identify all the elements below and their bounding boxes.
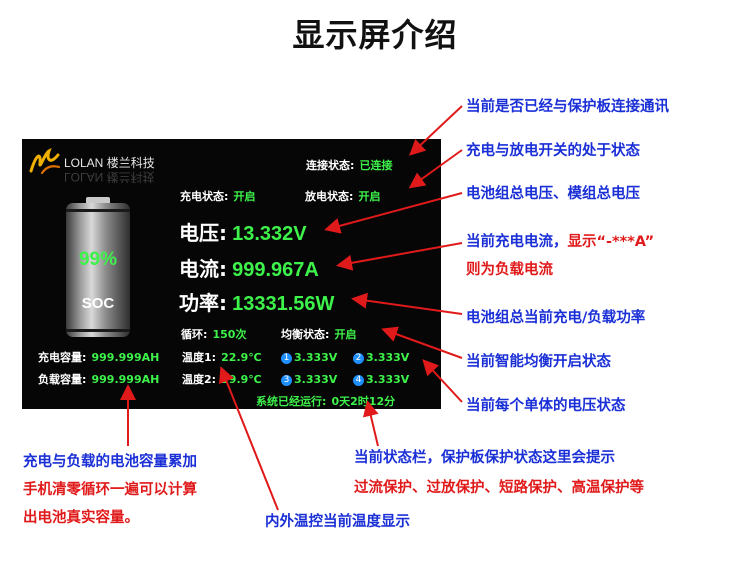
annotation-status-bar-line2: 过流保护、过放保护、短路保护、高温保护等 — [354, 480, 644, 496]
cell-1-value: 3.333V — [294, 351, 338, 364]
runtime-label: 系统已经运行: — [256, 395, 327, 408]
temp1-value: 22.9℃ — [221, 351, 262, 364]
cell-number-badge-icon: 3 — [281, 375, 292, 386]
annotation-voltage: 电池组总电压、模组总电压 — [466, 186, 640, 202]
lolan-logo-icon — [29, 147, 61, 175]
discharge-switch-value: 开启 — [358, 190, 381, 203]
annotation-current: 当前充电电流，显示“-***A” — [466, 230, 654, 251]
cycle-count: 循环: 150次 — [181, 323, 246, 342]
connection-status: 连接状态: 已连接 — [306, 154, 393, 173]
temp2-label: 温度2: — [182, 373, 217, 386]
battery-percent: 99% — [78, 249, 118, 270]
cell-2-value: 3.333V — [366, 351, 410, 364]
logo-brand-text: LOLAN — [64, 156, 104, 170]
load-capacity-label: 负载容量: — [38, 373, 87, 386]
voltage-value: 13.332V — [232, 223, 307, 245]
annotation-current-blue: 当前充电电流， — [466, 234, 568, 250]
discharge-switch-label: 放电状态: — [305, 190, 354, 203]
annotation-balance: 当前智能均衡开启状态 — [466, 354, 611, 370]
voltage-label: 电压: — [179, 221, 227, 245]
connection-value: 已连接 — [359, 159, 393, 172]
power-label: 功率: — [179, 291, 227, 315]
battery-band-bottom — [66, 329, 130, 332]
charge-capacity-value: 999.999AH — [91, 351, 160, 364]
battery-band-top — [66, 209, 130, 212]
discharge-switch-status: 放电状态: 开启 — [305, 185, 381, 204]
temperature-1: 温度1: 22.9℃ — [182, 346, 262, 365]
device-screen: LOLAN 楼兰科技 LOLAN 楼兰科技 连接状态: 已连接 充电状态: 开启… — [22, 139, 441, 409]
cell-number-badge-icon: 4 — [353, 375, 364, 386]
logo-brand: LOLAN 楼兰科技 — [64, 154, 155, 171]
charge-capacity: 充电容量: 999.999AH — [38, 346, 159, 365]
annotation-connection: 当前是否已经与保护板连接通讯 — [466, 99, 669, 115]
cell-number-badge-icon: 1 — [281, 353, 292, 364]
voltage-readout: 电压: 13.332V — [179, 217, 307, 246]
page-title: 显示屏介绍 — [292, 16, 458, 54]
annotation-cells: 当前每个单体的电压状态 — [466, 398, 626, 414]
battery-icon: 99% SOC — [66, 197, 130, 337]
balance-value: 开启 — [334, 328, 357, 341]
charge-switch-label: 充电状态: — [180, 190, 229, 203]
current-readout: 电流: 999.967A — [179, 253, 319, 282]
battery-soc-label: SOC — [81, 295, 115, 312]
battery-cap — [86, 197, 110, 204]
annotation-switch-state: 充电与放电开关的处于状态 — [466, 143, 640, 159]
cell-3-value: 3.333V — [294, 373, 338, 386]
cycle-label: 循环: — [181, 328, 208, 341]
annotation-capacity-line1: 充电与负载的电池容量累加 — [23, 454, 197, 470]
annotation-power: 电池组总当前充电/负载功率 — [466, 310, 646, 326]
annotation-current-line2: 则为负载电流 — [466, 262, 553, 278]
annotation-temperature: 内外温控当前温度显示 — [265, 514, 410, 530]
charge-switch-status: 充电状态: 开启 — [180, 185, 256, 204]
annotation-capacity-line2: 手机清零循环一遍可以计算 — [23, 482, 197, 498]
current-value: 999.967A — [232, 259, 319, 281]
charge-switch-value: 开启 — [233, 190, 256, 203]
battery-body — [66, 203, 130, 337]
annotation-capacity-line3: 出电池真实容量。 — [23, 510, 139, 526]
current-label: 电流: — [179, 257, 227, 281]
load-capacity: 负载容量: 999.999AH — [38, 368, 159, 387]
charge-capacity-label: 充电容量: — [38, 351, 87, 364]
balance-label: 均衡状态: — [281, 328, 330, 341]
balance-status: 均衡状态: 开启 — [281, 323, 357, 342]
annotation-current-red: 显示“-***A” — [567, 234, 655, 250]
load-capacity-value: 999.999AH — [91, 373, 160, 386]
power-value: 13331.56W — [232, 293, 335, 315]
connection-label: 连接状态: — [306, 159, 355, 172]
cell-4-value: 3.333V — [366, 373, 410, 386]
cell-number-badge-icon: 2 — [353, 353, 364, 364]
logo-company-text: 楼兰科技 — [106, 156, 155, 170]
cycle-value: 150次 — [212, 328, 247, 341]
power-readout: 功率: 13331.56W — [179, 287, 334, 316]
annotation-status-bar-line1: 当前状态栏，保护板保护状态这里会提示 — [354, 450, 615, 466]
temp1-label: 温度1: — [182, 351, 217, 364]
